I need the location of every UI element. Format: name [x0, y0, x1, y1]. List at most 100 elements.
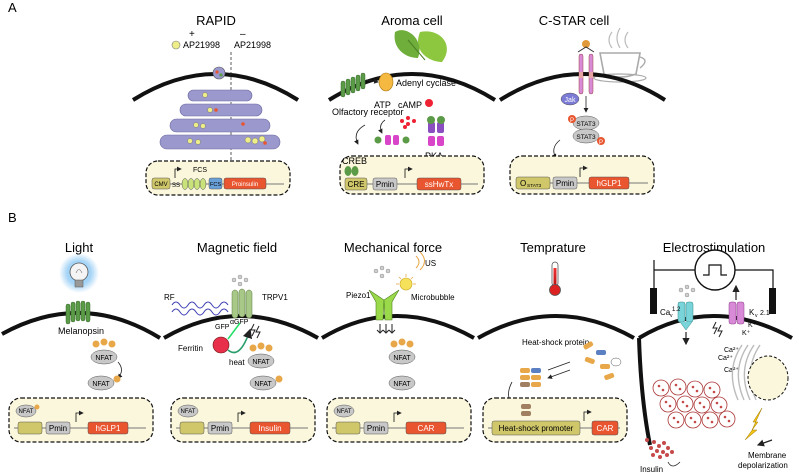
magnetic-nucleus [170, 397, 316, 443]
atp-label: ATP [374, 100, 391, 110]
kv-version: 2.1 [760, 310, 770, 317]
fcs-label: FCS [193, 167, 207, 174]
aroma-title: Aroma cell [381, 13, 443, 28]
drug-dot-icon [171, 40, 181, 50]
pmin-box [45, 421, 71, 435]
ca-ion-label-3: Ca²⁺ [724, 367, 739, 374]
car-label: CAR [597, 424, 614, 433]
jak-kinase [560, 92, 580, 106]
fcs-repeats [181, 178, 207, 190]
nfat-label-1: NFAT [252, 359, 270, 366]
electrode-right [769, 288, 776, 314]
magnetic-title: Magnetic field [197, 240, 277, 255]
rapid-plus: + [189, 29, 195, 40]
lightbulb-icon [69, 262, 89, 288]
panel-letter-b: B [8, 210, 17, 225]
camp-dot [425, 99, 433, 107]
pmin-label: Pmin [376, 180, 394, 189]
aroma-module: Aroma cell Adenyl cyclase Olfactory rece… [327, 13, 497, 195]
kv-label: K [749, 308, 755, 317]
jak-label: Jak [565, 97, 576, 104]
trpv1-channel [231, 288, 253, 319]
leaf-icon [394, 30, 447, 62]
secreted-insulin [645, 438, 674, 459]
proinsulin-label: Proinsulin [232, 182, 258, 188]
operator-label: O [520, 179, 526, 188]
cre-promoter [344, 177, 368, 191]
melanopsin-label: Melanopsin [58, 326, 104, 336]
kv-sub: v [755, 313, 758, 319]
nfat-dephospho [87, 375, 115, 391]
pka-complex [427, 116, 445, 146]
heat-shock-promoter [491, 420, 581, 436]
er-cisterna [179, 103, 263, 117]
nfat-label-1: NFAT [393, 355, 411, 362]
fcs-box-label: FCS [210, 182, 221, 188]
ss-label: SS [172, 183, 180, 189]
thermometer-icon [549, 261, 561, 296]
pmin-box [552, 176, 578, 190]
pulse-generator-icon [694, 249, 736, 291]
pmin-box [372, 177, 398, 191]
pmin-label: Pmin [211, 424, 229, 433]
rapid-title: RAPID [196, 13, 236, 28]
cav-sub: v [670, 313, 673, 319]
nfat-label-3: NFAT [19, 409, 34, 415]
light-nucleus [8, 397, 154, 443]
electro-module: Electrostimulation Ca v 1.2 K v 2.1 K⁺ K… [637, 240, 793, 473]
hglp1-gene [588, 176, 630, 190]
sshwtx-gene [416, 177, 462, 191]
er-cisterna [169, 118, 271, 133]
stat3-lower [572, 128, 600, 144]
enzyme-label-1: Adenyl cyclase [396, 78, 456, 88]
kplus-label-2: K⁺ [742, 330, 751, 337]
cstar-title: C-STAR cell [539, 13, 610, 28]
insulin-secreted-label: Insulin [640, 465, 663, 473]
microbubble-icon [396, 274, 416, 291]
insulin-granules [652, 378, 736, 429]
nfat-phospho-group [90, 338, 118, 365]
electro-membrane [637, 314, 793, 340]
rapid-module: RAPID + AP21998 – AP21998 CMV SS FCS FCS [131, 13, 300, 196]
mechanical-title: Mechanical force [344, 240, 442, 255]
depolarization-label-2: depolarization [738, 461, 788, 470]
fcs-box [208, 177, 223, 190]
hsp-stack [520, 368, 541, 387]
nfat-label-3: NFAT [181, 409, 196, 415]
temperature-title: Temprature [520, 240, 586, 255]
rapid-minus: – [240, 29, 246, 40]
adenyl-cyclase [378, 72, 394, 92]
temperature-membrane [477, 314, 635, 340]
car-gene [405, 421, 447, 435]
nfat-label-2: NFAT [393, 381, 411, 388]
hsp-label: Heat-shock protein [522, 338, 589, 347]
mechanical-module: Mechanical force US Microbubble Piezo1 N… [320, 240, 475, 443]
hsp-cluster [583, 341, 622, 380]
cstar-module: C-STAR cell Jak STAT3 STAT3 P P O STAT3 … [498, 13, 667, 195]
er-cisterna [187, 89, 253, 102]
cmv-label: CMV [154, 182, 167, 188]
cmv-promoter [151, 177, 171, 190]
rapid-drug-label: AP21998 [183, 40, 220, 50]
pmin-label: Pmin [367, 424, 385, 433]
heat-label: heat [229, 358, 245, 367]
temperature-module: Temprature Heat-shock protein Heat-shock… [477, 240, 635, 443]
insulin-gene-label: Insulin [258, 424, 281, 433]
operator-sub-label: STAT3 [527, 183, 542, 189]
hglp1-label: hGLP1 [96, 424, 121, 433]
panel-letter-a: A [8, 0, 17, 15]
nfat-operator-box [17, 421, 43, 435]
hglp1-label: hGLP1 [597, 179, 622, 188]
nfat-label-2: NFAT [254, 381, 272, 388]
piezo1-channel [368, 289, 400, 321]
receptor-label: Olfactory receptor [332, 107, 404, 117]
agfp-label: αGFP [230, 319, 249, 326]
camp-cluster [400, 116, 416, 129]
ferritin-label: Ferritin [178, 344, 203, 353]
nfat-label-1: NFAT [95, 355, 113, 362]
gfp-label: GFP [215, 324, 230, 331]
ca-ion-label-1: Ca²⁺ [724, 347, 739, 354]
creb-label: CREB [342, 156, 367, 166]
car-gene [591, 420, 619, 436]
insulin-gene [249, 421, 291, 435]
